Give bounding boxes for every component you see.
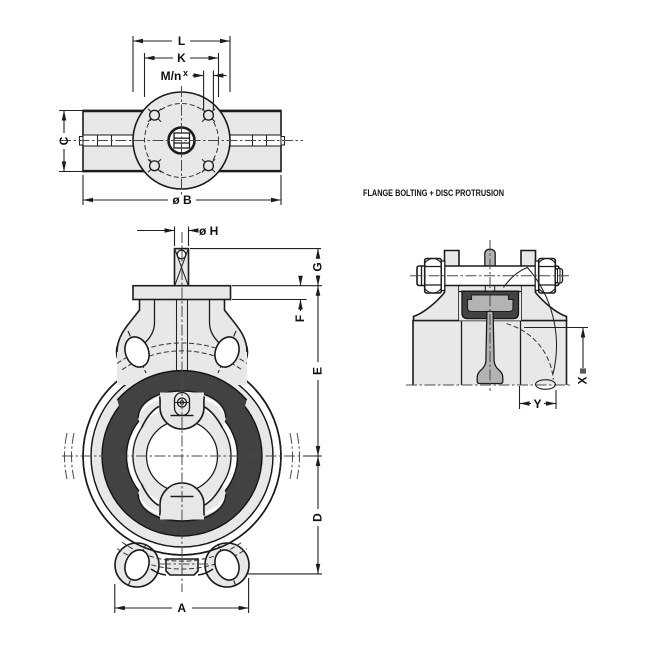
svg-text:D: D	[311, 513, 325, 522]
svg-text:ø H: ø H	[199, 224, 218, 238]
svg-text:M/n: M/n	[161, 69, 182, 83]
svg-text:A: A	[177, 601, 186, 615]
svg-text:K: K	[177, 51, 186, 65]
svg-text:E: E	[311, 367, 325, 375]
svg-text:C: C	[57, 136, 71, 145]
svg-text:G: G	[311, 262, 325, 271]
svg-text:ø B: ø B	[172, 193, 192, 207]
svg-text:x: x	[183, 68, 188, 78]
svg-text:X: X	[576, 376, 590, 384]
svg-text:FLANGE BOLTING + DISC PROTRUSI: FLANGE BOLTING + DISC PROTRUSION	[363, 188, 504, 199]
svg-text:L: L	[178, 34, 185, 48]
svg-text:F: F	[293, 315, 307, 322]
svg-text:Y: Y	[533, 397, 541, 411]
